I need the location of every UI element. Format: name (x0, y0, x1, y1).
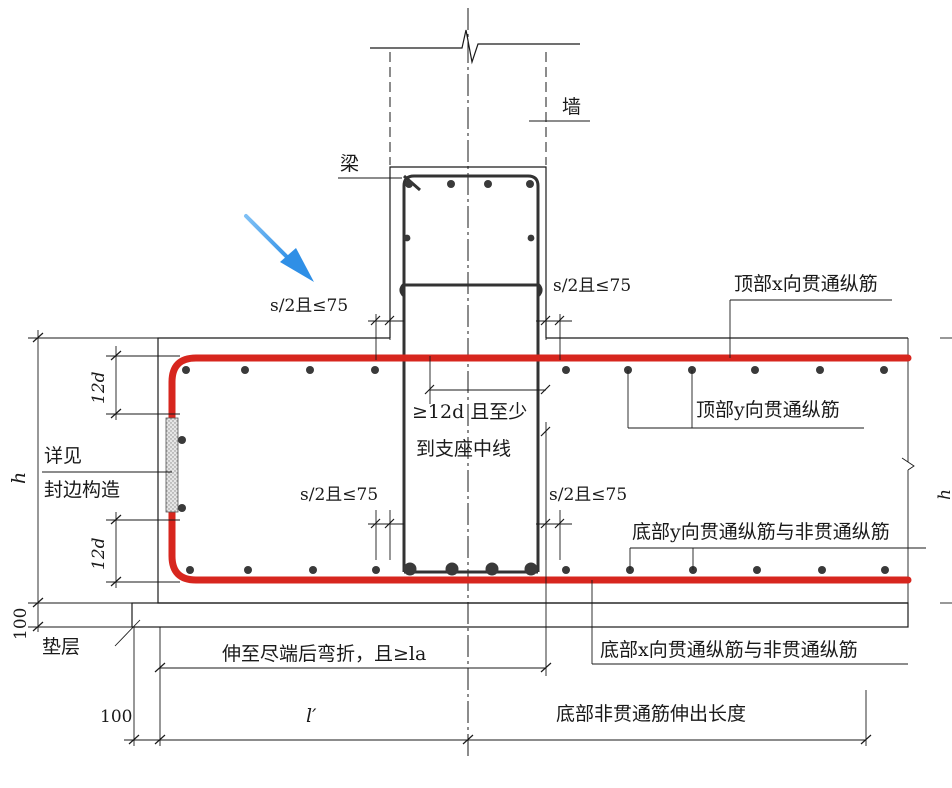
bottom-y-label: 底部y向贯通纵筋与非贯通纵筋 (629, 521, 926, 570)
top-x-label: 顶部x向贯通纵筋 (729, 273, 892, 358)
spacing-top-left-text: s/2且≤75 (270, 296, 348, 316)
spacing-bottom-right: s/2且≤75 (536, 485, 627, 560)
anchorage-text-2: 到支座中线 (416, 438, 511, 460)
rebar-main (168, 354, 912, 584)
top-x-text: 顶部x向贯通纵筋 (734, 273, 878, 295)
spacing-top-right-text: s/2且≤75 (553, 276, 631, 296)
edge-closure-hatch (165, 417, 179, 513)
dim-100-left-text: 100 (11, 608, 31, 640)
dim-h-text: h (8, 472, 30, 484)
top-y-label: 顶部y向贯通纵筋 (627, 370, 864, 429)
edge-label: 详见 封边构造 (42, 445, 172, 501)
dim-100-bottom-text: 100 (100, 707, 132, 727)
edge-text-2: 封边构造 (44, 479, 120, 501)
dim-12d-bottom-text: 12d (89, 537, 109, 570)
dim-bottom: 伸至尽端后弯折，且≥la 100 l′ 底部非贯通筋伸出长度 (100, 440, 872, 746)
anchorage-text-1: ≥12d 且至少 (412, 401, 527, 423)
wall-text: 墙 (562, 96, 581, 118)
dim-left: h 100 12d 12d (8, 330, 180, 640)
cushion-text: 垫层 (42, 636, 80, 658)
bottom-x-label: 底部x向贯通纵筋与非贯通纵筋 (591, 580, 908, 665)
beam-text: 梁 (340, 153, 359, 175)
pointer-arrow-icon (244, 214, 314, 282)
anchorage-dim: ≥12d 且至少 到支座中线 (412, 356, 551, 460)
beam-rebar-dots (403, 180, 538, 576)
bottom-rebar-dots (186, 566, 889, 574)
beam-stirrups (399, 174, 543, 574)
edge-text-1: 详见 (44, 445, 82, 467)
dim-h-right-text: h (935, 489, 952, 500)
bottom-nonthrough-text: 底部非贯通筋伸出长度 (556, 703, 746, 725)
cushion-layer: 垫层 (42, 602, 909, 658)
extend-bend-text: 伸至尽端后弯折，且≥la (222, 643, 426, 665)
slab-outline (157, 337, 915, 604)
dim-12d-top-text: 12d (89, 371, 109, 404)
beam-outline: 梁 (338, 153, 547, 338)
top-rebar-dots (178, 366, 888, 512)
spacing-bottom-left: s/2且≤75 (300, 485, 404, 560)
bottom-x-text: 底部x向贯通纵筋与非贯通纵筋 (600, 639, 858, 661)
dim-lprime-text: l′ (306, 705, 317, 727)
dim-right: h (935, 337, 952, 604)
spacing-bottom-right-text: s/2且≤75 (549, 485, 627, 505)
wall-label: 墙 (529, 96, 590, 122)
bottom-y-text: 底部y向贯通纵筋与非贯通纵筋 (632, 521, 890, 543)
top-y-text: 顶部y向贯通纵筋 (696, 399, 840, 421)
spacing-top-left: s/2且≤75 (270, 296, 404, 360)
wall-outline (370, 8, 580, 760)
spacing-top-right: s/2且≤75 (536, 276, 631, 360)
spacing-bottom-left-text: s/2且≤75 (300, 485, 378, 505)
